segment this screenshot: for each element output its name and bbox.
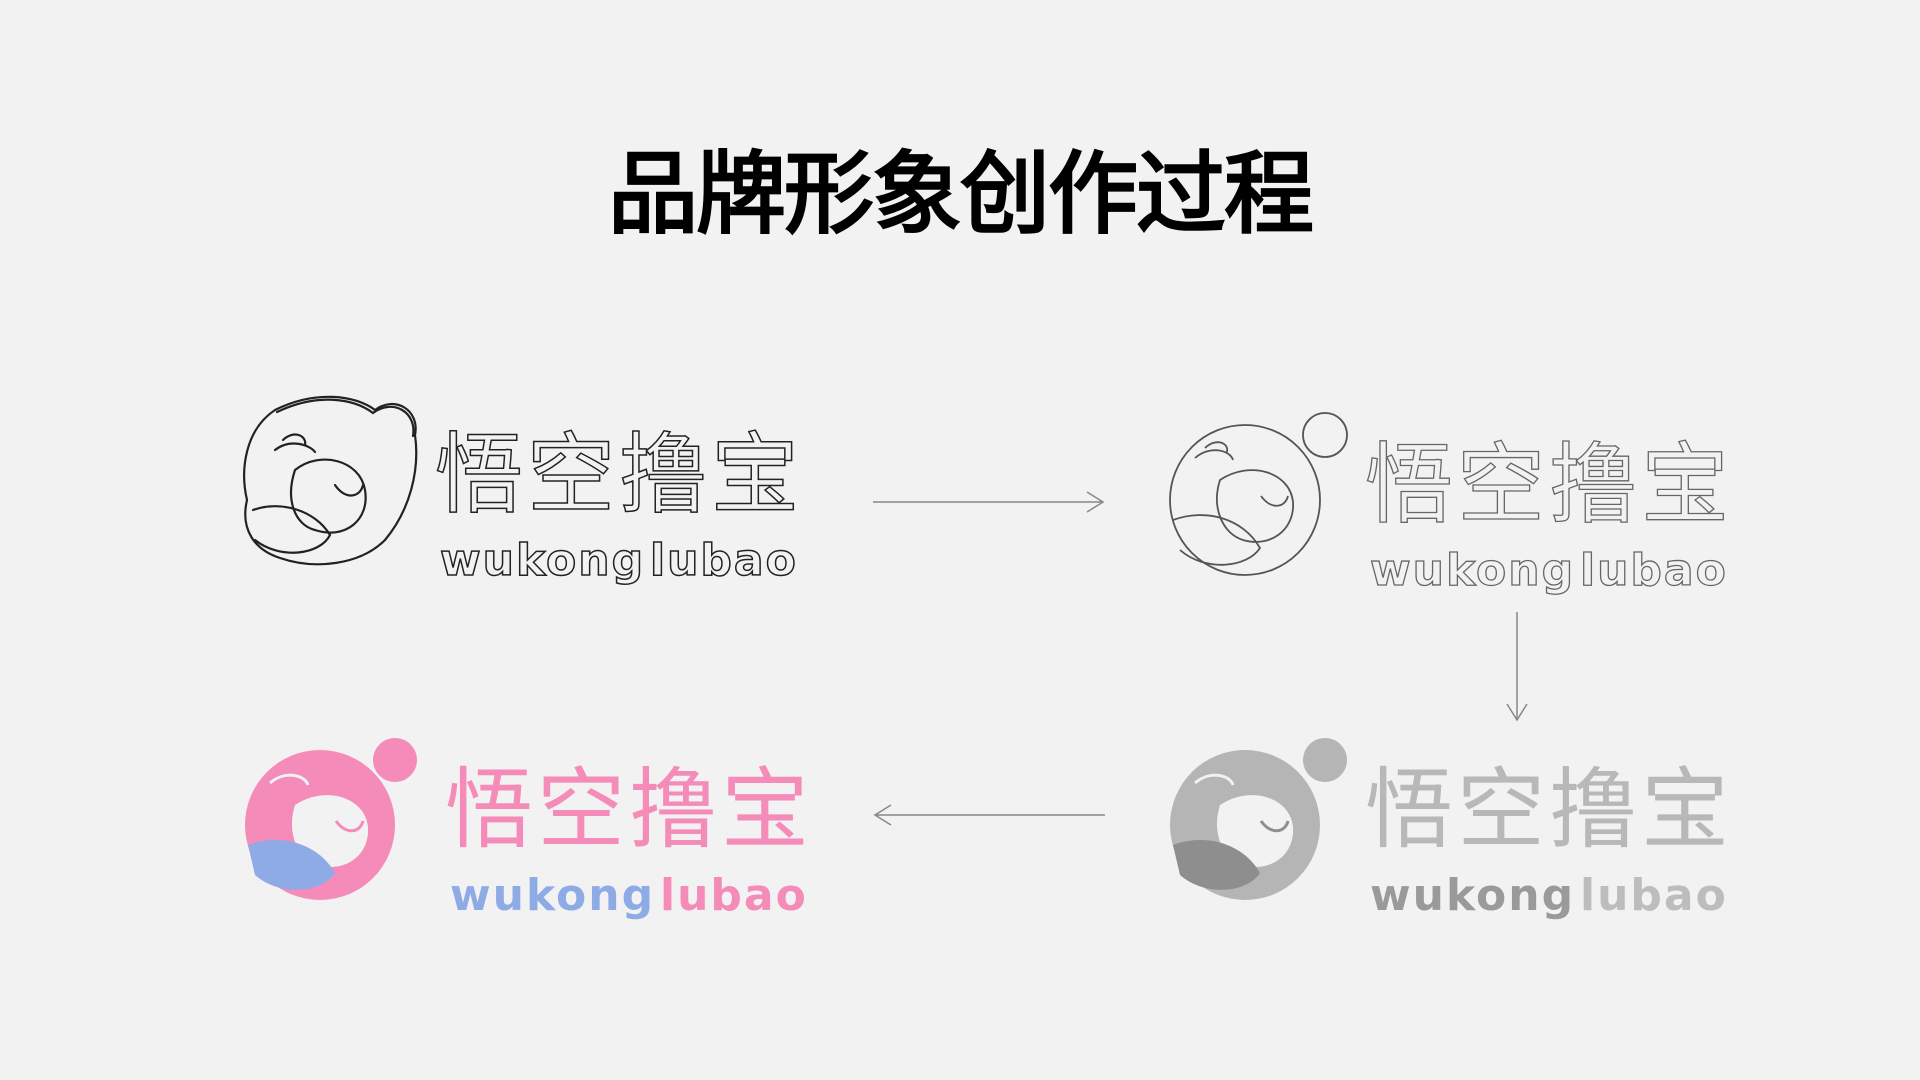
arrow-left-icon: [873, 803, 1105, 831]
brand-name-en-1: wukong: [450, 870, 655, 921]
brand-name-cn: 悟空撸宝: [445, 758, 813, 861]
monkey-logo-outline: 悟空撸宝 wukong lubao: [1169, 412, 1730, 597]
monkey-logo-sketch: 悟空撸宝 wukong lubao: [243, 395, 800, 587]
arrow-down-icon: [1505, 612, 1529, 726]
brand-name-en-1: wukong: [440, 535, 645, 586]
logo-outline-stage: 悟空撸宝 wukong lubao: [1165, 400, 1730, 610]
brand-name-cn: 悟空撸宝: [1365, 758, 1733, 861]
brand-name-en-2: lubao: [1580, 545, 1728, 596]
brand-name-en-1: wukong: [1370, 870, 1575, 921]
brand-name-en-2: lubao: [660, 870, 808, 921]
monkey-logo-grayscale: 悟空撸宝 wukong lubao: [1170, 738, 1729, 921]
brand-name-en-2: lubao: [650, 535, 798, 586]
brand-name-cn: 悟空撸宝: [435, 423, 803, 526]
monkey-logo-color: 悟空撸宝 wukong lubao: [245, 738, 809, 921]
logo-sketch-stage: 悟空撸宝 wukong lubao: [235, 390, 800, 600]
brand-name-en-2: lubao: [1580, 870, 1728, 921]
brand-name-en-1: wukong: [1370, 545, 1575, 596]
brand-name-cn: 悟空撸宝: [1365, 433, 1733, 536]
logo-color-stage: 悟空撸宝 wukong lubao: [245, 725, 809, 935]
arrow-right-icon: [873, 490, 1105, 518]
logo-grayscale-stage: 悟空撸宝 wukong lubao: [1165, 725, 1729, 935]
page-title: 品牌形象创作过程: [608, 142, 1314, 247]
